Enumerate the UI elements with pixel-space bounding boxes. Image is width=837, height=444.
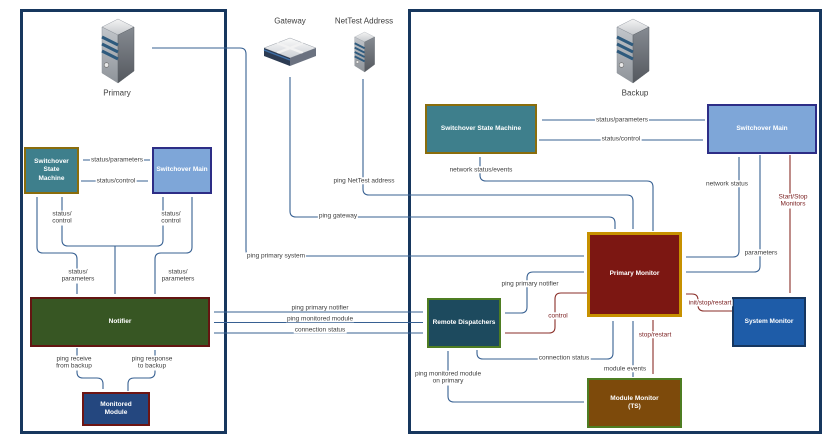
remote-dispatchers-box: Remote Dispatchers [427,298,501,348]
backup-switchover-main-box: Switchover Main [707,104,817,154]
left-status-control-2l-left-label: status/ control [51,210,73,226]
ping-nettest-address-label: ping NetTest address [332,177,396,185]
init-stop-restart-label: init/stop/restart [687,299,733,307]
start-stop-monitors-label: Start/Stop Monitors [771,193,815,209]
module-events-label: module events [602,365,648,373]
mid-ping-primary-notifier-label: ping primary notifier [290,304,350,312]
parameters-label: parameters [743,249,779,257]
primary-monitor-box: Primary Monitor [587,232,682,317]
primary-server-label: Primary [103,88,131,98]
left-status-control-label: status/control [95,177,137,185]
backup-switchover-state-machine-box: Switchover State Machine [425,104,537,154]
backup-status-parameters-label: status/parameters [594,116,650,124]
mid-ping-monitored-module-label: ping monitored module [285,315,355,323]
mid-connection-status-label: connection status [293,326,347,334]
ping-primary-system-label: ping primary system [245,252,307,260]
ping-receive-from-backup-label: ping receive from backup [55,355,93,371]
primary-server-icon [93,16,141,91]
control-label: control [547,312,569,320]
gateway-switch-icon [262,35,318,76]
left-status-parameters-2l-right-label: status/ parameters [160,268,196,284]
module-monitor-box: Module Monitor (TS) [587,378,682,428]
left-switchover-main-box: Switchover Main [152,147,212,194]
monitored-module-box: Monitored Module [82,392,150,426]
left-switchover-state-machine-box: Switchover State Machine [24,147,79,194]
ping-response-to-backup-label: ping response to backup [130,355,174,371]
notifier-box: Notifier [30,297,210,347]
nettest-server-icon [349,30,379,79]
ping-primary-notifier-internal-label: ping primary notifier [500,280,560,288]
left-status-parameters-2l-left-label: status/ parameters [60,268,96,284]
gateway-label: Gateway [274,16,306,26]
ping-gateway-label: ping gateway [317,212,359,220]
backup-server-icon [608,16,656,91]
system-monitor-box: System Monitor [732,297,806,347]
left-status-control-2l-right-label: status/ control [160,210,182,226]
stop-restart-label: stop/restart [637,331,673,339]
network-status-label: network status [705,180,749,188]
left-status-parameters-label: status/parameters [89,156,145,164]
connection-status-internal-label: connection status [537,354,591,362]
nettest-address-label: NetTest Address [334,16,394,26]
ping-monitored-module-on-primary-label: ping monitored module on primary [413,370,483,386]
backup-status-control-label: status/control [600,135,642,143]
network-status-events-label: network status/events [448,166,514,174]
backup-server-label: Backup [621,88,649,98]
